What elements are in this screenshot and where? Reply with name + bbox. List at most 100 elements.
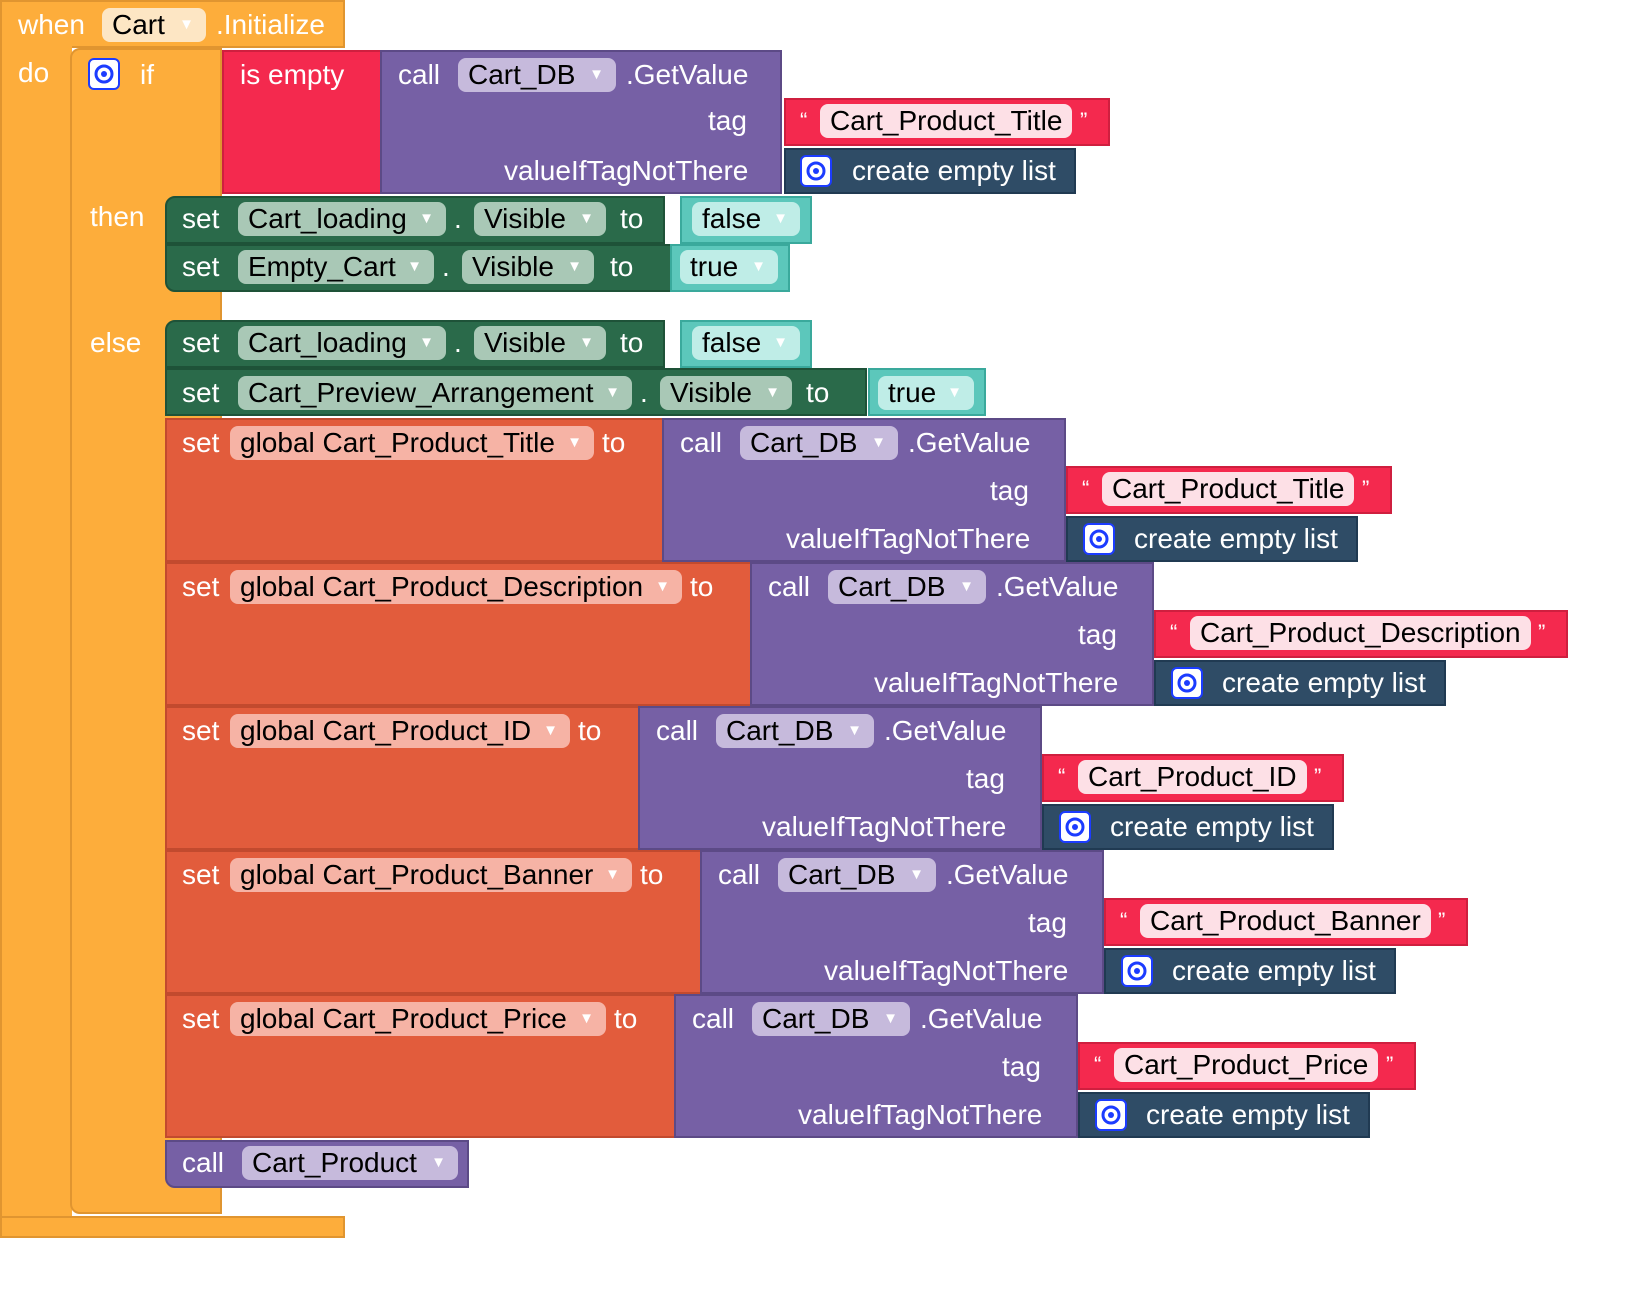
dropdown-arrow-icon: ▼ bbox=[947, 384, 962, 401]
tag-label: tag bbox=[966, 763, 1005, 794]
dropdown-arrow-icon: ▼ bbox=[765, 384, 780, 401]
string-value[interactable]: Cart_Product_ID bbox=[1078, 760, 1307, 794]
dropdown-arrow-icon: ▼ bbox=[567, 434, 582, 451]
component-dropdown-label: Cart_loading bbox=[248, 203, 407, 234]
component-dropdown-label: Cart_loading bbox=[248, 327, 407, 358]
open-quote: “ bbox=[1170, 620, 1178, 645]
if-label: if bbox=[140, 59, 154, 90]
string-value[interactable]: Cart_Product_Title bbox=[820, 104, 1073, 138]
open-quote: “ bbox=[800, 108, 808, 133]
boolean-dropdown[interactable]: false▼ bbox=[692, 326, 800, 360]
global-variable-dropdown[interactable]: global Cart_Product_Description▼ bbox=[230, 570, 682, 604]
dropdown-arrow-icon: ▼ bbox=[883, 1010, 898, 1027]
set-label: set bbox=[182, 715, 220, 746]
gear-icon[interactable] bbox=[1059, 811, 1091, 843]
else-label: else bbox=[90, 327, 142, 358]
boolean-dropdown[interactable]: true ▼ bbox=[680, 250, 778, 284]
boolean-dropdown-label: true bbox=[690, 251, 739, 282]
db-dropdown[interactable]: Cart_DB▼ bbox=[458, 58, 616, 92]
component-dropdown[interactable]: Cart_loading ▼ bbox=[238, 202, 446, 236]
boolean-dropdown-label: true bbox=[888, 377, 937, 408]
boolean-dropdown[interactable]: true ▼ bbox=[878, 376, 974, 410]
value-if-label: valueIfTagNotThere bbox=[874, 667, 1119, 698]
to-label: to bbox=[806, 377, 830, 408]
create-empty-list-label: create empty list bbox=[1110, 811, 1314, 842]
set-label: set bbox=[182, 377, 220, 408]
value-if-label: valueIfTagNotThere bbox=[762, 811, 1007, 842]
procedure-dropdown-label: Cart_Product bbox=[252, 1147, 417, 1178]
set-label: set bbox=[182, 251, 220, 282]
dropdown-arrow-icon: ▼ bbox=[871, 434, 886, 451]
string-value[interactable]: Cart_Product_Title bbox=[1102, 472, 1355, 506]
component-dropdown-label: Cart bbox=[112, 9, 165, 40]
dropdown-arrow-icon: ▼ bbox=[419, 210, 434, 227]
dropdown-arrow-icon: ▼ bbox=[751, 258, 766, 275]
to-label: to bbox=[614, 1003, 638, 1034]
global-variable-dropdown[interactable]: global Cart_Product_Price ▼ bbox=[230, 1002, 606, 1036]
dropdown-arrow-icon: ▼ bbox=[589, 66, 604, 83]
tag-label: tag bbox=[1002, 1051, 1041, 1082]
do-label: do bbox=[18, 57, 50, 88]
getvalue-label: .GetValue bbox=[626, 59, 749, 90]
dropdown-arrow-icon: ▼ bbox=[579, 1010, 594, 1027]
gear-icon[interactable] bbox=[1095, 1099, 1127, 1131]
component-dropdown[interactable]: Cart_loading▼ bbox=[238, 326, 446, 360]
dropdown-arrow-icon: ▼ bbox=[407, 258, 422, 275]
global-variable-dropdown[interactable]: global Cart_Product_ID▼ bbox=[230, 714, 570, 748]
open-quote: “ bbox=[1058, 764, 1066, 789]
property-dropdown-label: Visible bbox=[484, 203, 566, 234]
db-dropdown-label: Cart_DB bbox=[762, 1003, 870, 1034]
db-dropdown[interactable]: Cart_DB▼ bbox=[716, 714, 874, 748]
dot-label: . bbox=[640, 377, 648, 408]
global-variable-label: global Cart_Product_Title bbox=[240, 427, 555, 458]
dot-label: . bbox=[454, 327, 462, 358]
property-dropdown[interactable]: Visible▼ bbox=[462, 250, 594, 284]
boolean-dropdown[interactable]: false▼ bbox=[692, 202, 800, 236]
gear-icon[interactable] bbox=[1171, 667, 1203, 699]
call-label: call bbox=[182, 1147, 225, 1178]
create-empty-list-label: create empty list bbox=[852, 155, 1056, 186]
procedure-dropdown[interactable]: Cart_Product▼ bbox=[242, 1146, 458, 1180]
dropdown-arrow-icon: ▼ bbox=[655, 578, 670, 595]
to-label: to bbox=[690, 571, 714, 602]
component-dropdown-cart[interactable]: Cart ▼ bbox=[102, 8, 206, 42]
gear-icon[interactable] bbox=[1083, 523, 1115, 555]
property-dropdown[interactable]: Visible▼ bbox=[474, 202, 606, 236]
dropdown-arrow-icon: ▼ bbox=[605, 866, 620, 883]
close-quote: ” bbox=[1314, 764, 1322, 789]
gear-icon[interactable] bbox=[88, 58, 120, 90]
open-quote: “ bbox=[1094, 1052, 1102, 1077]
db-dropdown[interactable]: Cart_DB▼ bbox=[778, 858, 936, 892]
close-quote: ” bbox=[1438, 908, 1446, 933]
db-dropdown-label: Cart_DB bbox=[838, 571, 946, 602]
to-label: to bbox=[610, 251, 634, 282]
db-dropdown[interactable]: Cart_DB ▼ bbox=[752, 1002, 910, 1036]
call-label: call bbox=[656, 715, 699, 746]
dropdown-arrow-icon: ▼ bbox=[773, 334, 788, 351]
string-value[interactable]: Cart_Product_Price bbox=[1114, 1048, 1379, 1082]
db-dropdown[interactable]: Cart_DB▼ bbox=[740, 426, 898, 460]
getvalue-label: .GetValue bbox=[908, 427, 1031, 458]
dot-label: . bbox=[454, 203, 462, 234]
db-dropdown[interactable]: Cart_DB▼ bbox=[828, 570, 986, 604]
global-variable-dropdown[interactable]: global Cart_Product_Banner▼ bbox=[230, 858, 632, 892]
is-empty-label: is empty bbox=[240, 59, 345, 90]
string-value[interactable]: Cart_Product_Description bbox=[1190, 616, 1531, 650]
set-label: set bbox=[182, 859, 220, 890]
create-empty-list-block[interactable] bbox=[784, 148, 1076, 194]
gear-icon[interactable] bbox=[800, 155, 832, 187]
gear-icon[interactable] bbox=[1121, 955, 1153, 987]
global-variable-dropdown[interactable]: global Cart_Product_Title ▼ bbox=[230, 426, 594, 460]
component-dropdown[interactable]: Empty_Cart▼ bbox=[238, 250, 434, 284]
to-label: to bbox=[640, 859, 664, 890]
component-dropdown[interactable]: Cart_Preview_Arrangement▼ bbox=[238, 376, 632, 410]
boolean-dropdown-label: false bbox=[702, 203, 762, 234]
string-value[interactable]: Cart_Product_Banner bbox=[1140, 904, 1431, 938]
property-dropdown[interactable]: Visible▼ bbox=[474, 326, 606, 360]
to-label: to bbox=[602, 427, 626, 458]
event-body-spine bbox=[0, 46, 72, 1238]
global-variable-label: global Cart_Product_Price bbox=[240, 1003, 567, 1034]
call-label: call bbox=[680, 427, 723, 458]
tag-label: tag bbox=[1028, 907, 1067, 938]
property-dropdown[interactable]: Visible▼ bbox=[660, 376, 792, 410]
